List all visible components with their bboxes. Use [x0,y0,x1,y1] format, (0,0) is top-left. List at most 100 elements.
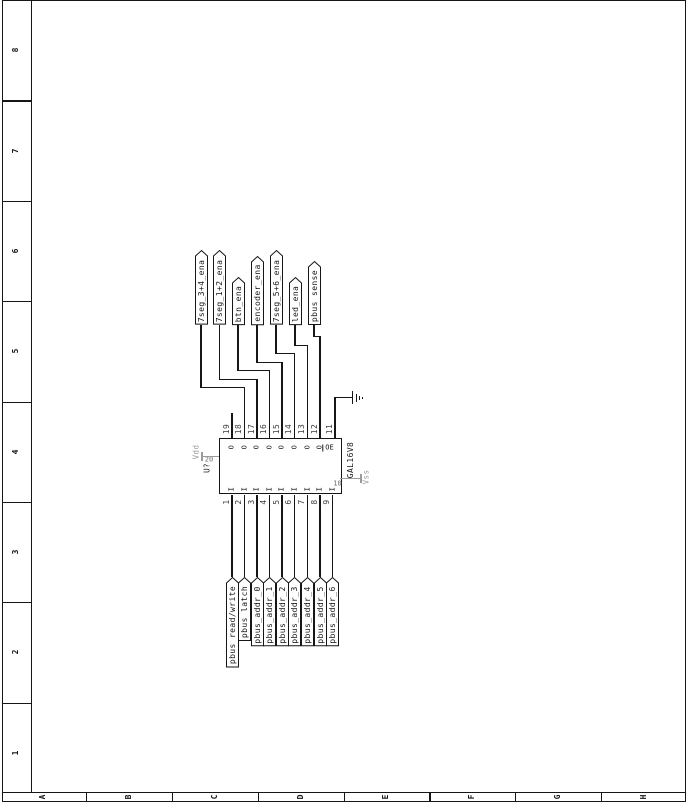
pin-number: 2 [234,499,243,505]
ground-symbol-bar1 [351,390,354,404]
output-pin-symbol: O [252,444,261,450]
wire [268,495,271,577]
output-pin-symbol: O [290,444,298,450]
net-flag-input-text: pbus_addr_3 [290,585,299,644]
frame-row-divider [2,602,31,604]
wire [256,361,283,363]
vss-pin-number: 10 [333,479,342,488]
net-flag-output-text: 7seg_1+2_ena [215,259,224,322]
wire [313,325,315,336]
grid-row-label: 4 [11,449,20,455]
net-flag-input-outline [225,576,239,668]
net-flag-input-outline [301,576,314,647]
wire [313,336,321,338]
frame-col-divider [343,792,345,802]
wire [218,325,221,379]
grid-row-label: 1 [11,750,20,756]
net-flag-output-outline [250,255,264,325]
wire [218,378,258,380]
wire [293,495,296,577]
vss-pin-stub [340,477,361,480]
net-flag-output-text: encoder_ena [252,264,262,323]
ground-symbol-bar2 [355,393,358,402]
pin-number: 18 [234,423,243,435]
oe-pin-label: OE [322,444,334,451]
grid-row-label: 6 [11,248,20,254]
net-flag-input-text: pbus_addr_1 [265,585,274,644]
wire [281,495,283,577]
wire [256,495,258,577]
pin-number: 8 [309,499,319,505]
net-flag-input-text: pbus_addr_2 [277,585,287,644]
wire [293,353,296,438]
frame-col-divider [601,792,603,802]
net-flag-output-outline [269,250,283,325]
wire [306,495,309,577]
wire [306,344,309,438]
pin-number: 3 [246,499,256,505]
net-flag-output-text: btn_ena [233,285,243,323]
wire [281,361,283,438]
net-flag-input-text: pbus_addr_5 [315,585,325,644]
net-flag-input-text: pbus_addr_0 [252,585,262,644]
net-flag-input-outline [275,576,289,647]
grid-col-label: B [123,794,133,800]
wire [256,378,258,438]
frame-left-inner-line [31,0,33,792]
vss-net-label: Vss [361,469,371,485]
frame-col-divider [171,792,173,802]
net-flag-output [231,276,245,325]
input-pin-symbol: I [315,486,324,492]
net-flag-input-outline [288,576,301,647]
vdd-net-label: Vdd [191,444,201,460]
pin-number: 1 [221,499,231,505]
vdd-pin-number: 20 [204,455,214,464]
pin-number: 11 [324,423,334,435]
input-pin-symbol: I [303,486,311,492]
pin-number: 17 [246,423,256,435]
grid-col-label: F [467,794,477,800]
pin-number: 14 [284,423,293,435]
frame-row-divider [2,200,31,202]
net-flag-input-text: pbus_addr_6 [328,585,337,644]
wire [331,495,334,577]
net-flag-input-outline [250,576,264,647]
frame-row-divider [2,100,31,102]
wire [319,336,321,438]
frame-row-divider [2,501,31,504]
grid-col-label: D [295,794,305,800]
net-flag-input [288,576,301,647]
net-flag-input-outline [326,576,339,647]
wire [319,495,321,577]
frame-row-divider [2,401,31,403]
grid-row-label: 5 [11,348,20,354]
pin-number: 9 [322,499,331,505]
net-flag-input [263,576,276,647]
output-pin-symbol: O [315,444,324,450]
wire [294,325,296,345]
grid-col-label: E [381,794,391,800]
input-pin-symbol: I [240,486,248,492]
net-flag-input [238,576,251,641]
pin-number: 4 [259,499,268,505]
wire [231,495,233,577]
wire [256,325,258,362]
net-flag-output [269,250,283,325]
net-flag-output-outline [213,250,226,325]
net-flag-input [313,576,327,647]
grid-row-label: 8 [11,47,20,53]
pin-number: 5 [271,499,281,505]
output-pin-symbol: O [277,444,286,450]
net-flag-output [250,255,264,325]
input-pin-symbol: I [265,486,273,492]
net-flag-output-outline [288,276,302,325]
pin-number: 15 [271,423,281,435]
frame-col-divider [515,792,517,802]
frame-row-divider [2,301,31,303]
nc-pin-stub [231,413,233,438]
net-flag-input-outline [313,576,327,647]
net-flag-output-text: pbus sense [309,269,319,323]
wire [243,495,246,577]
net-flag-output-text: led_ena [290,285,300,323]
